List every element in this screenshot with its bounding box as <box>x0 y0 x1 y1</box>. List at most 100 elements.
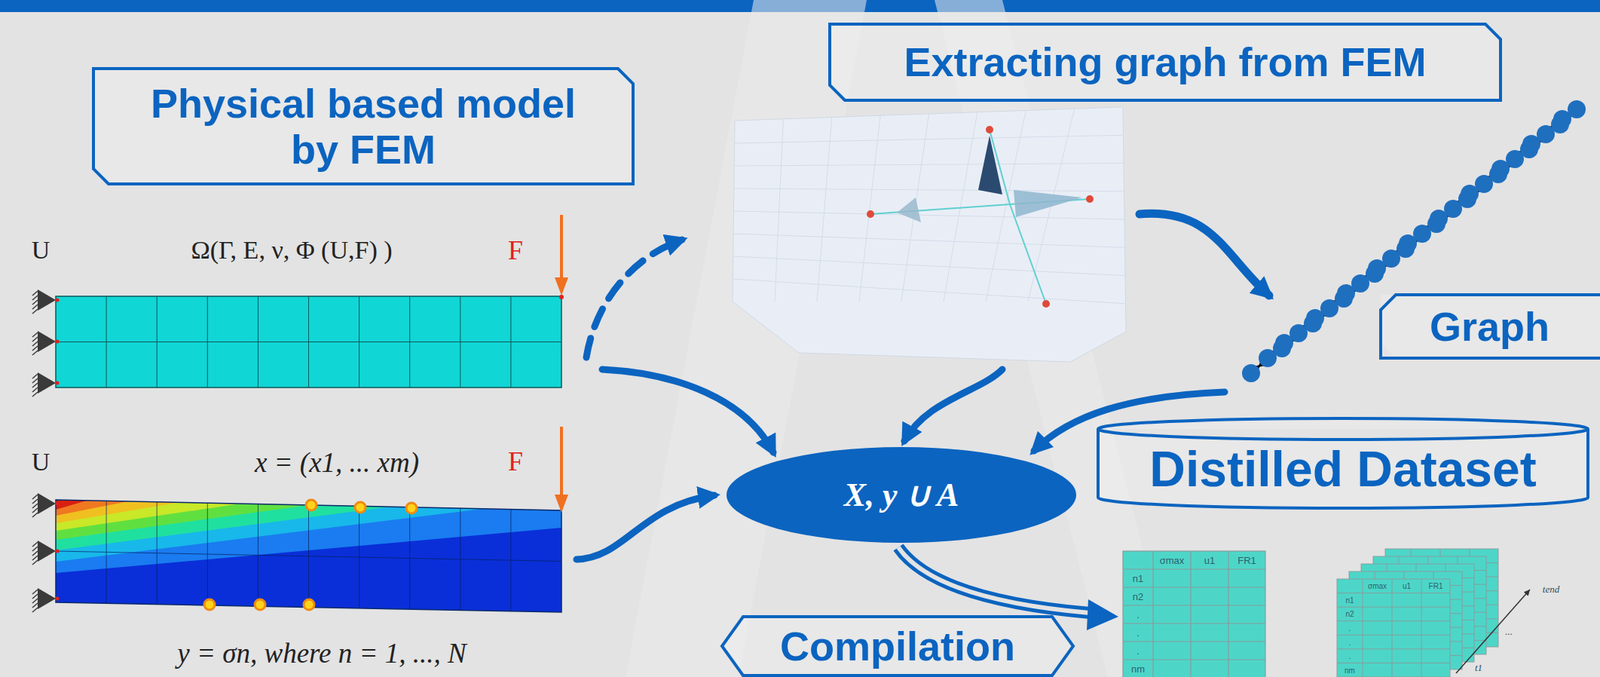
label: F <box>507 234 524 267</box>
flow-arrow <box>576 495 715 560</box>
label: u1 <box>1204 554 1215 566</box>
data-table <box>1122 568 1266 570</box>
title-box: Physical based model by FEM <box>91 67 635 186</box>
data-table <box>1362 578 1364 677</box>
beam-undeformed <box>55 296 562 388</box>
process-hexagon-outline <box>721 616 1074 676</box>
fixed-support <box>32 541 38 547</box>
node-text: Extracting graph from FEM <box>903 39 1426 85</box>
data-table <box>1336 620 1451 622</box>
graph-lattice <box>1242 364 1261 383</box>
title-box-outline <box>93 68 634 184</box>
data-table <box>1336 592 1451 594</box>
time-axis <box>1456 589 1530 674</box>
data-table <box>1391 578 1393 677</box>
double-arrow <box>1086 599 1119 631</box>
fixed-support <box>32 341 38 346</box>
label: n2 <box>1345 609 1354 618</box>
graph-lattice <box>1306 308 1325 328</box>
flow-arrow <box>576 213 1270 560</box>
3d-plot <box>1013 189 1083 218</box>
fixed-support <box>55 549 60 554</box>
force-arrow <box>554 214 569 513</box>
data-ellipse-outline <box>726 446 1077 543</box>
3d-plot <box>734 163 1124 167</box>
3d-plot <box>734 134 1124 144</box>
database-cylinder: Distilled Dataset <box>1096 418 1590 508</box>
fixed-support <box>37 492 56 514</box>
fixed-support <box>37 372 56 394</box>
graph-lattice <box>1336 284 1356 303</box>
sample-point <box>406 502 417 514</box>
3d-plot <box>866 125 1094 308</box>
3d-plot <box>734 211 1126 220</box>
data-table <box>1336 606 1451 608</box>
graph-lattice <box>1429 209 1448 228</box>
3d-plot <box>732 107 1126 362</box>
3d-plot <box>816 117 833 303</box>
fixed-support <box>32 382 38 388</box>
label: U <box>31 447 51 477</box>
label: tend <box>1542 583 1560 596</box>
fixed-support <box>32 332 38 337</box>
fixed-support <box>32 336 38 342</box>
label: t1 <box>1474 661 1483 674</box>
sample-point <box>303 599 315 610</box>
data-table <box>1336 662 1451 664</box>
3d-plot <box>896 197 921 223</box>
sample-point <box>254 599 266 610</box>
fixed-support <box>32 498 38 504</box>
fixed-support <box>32 602 38 608</box>
fixed-support <box>32 503 38 508</box>
graph-lattice <box>1491 159 1510 178</box>
label: nm <box>1131 663 1145 675</box>
fixed-support <box>55 298 60 303</box>
3d-plot <box>859 115 881 302</box>
beam-stress-contour <box>55 499 87 510</box>
data-table <box>1190 550 1191 677</box>
graph-lattice <box>1367 259 1386 278</box>
3d-plot <box>978 135 1003 195</box>
node-text: Graph <box>1429 303 1550 349</box>
fixed-support <box>32 607 38 612</box>
node-text: Distilled Dataset <box>1149 441 1537 498</box>
3d-plot <box>734 188 1125 192</box>
node-text: Compilation <box>780 623 1016 669</box>
sample-point <box>204 599 215 610</box>
label: n1 <box>1132 572 1144 585</box>
flow-arrow <box>586 239 683 358</box>
3d-plot <box>866 210 875 218</box>
flow-arrow <box>602 369 774 453</box>
fixed-support <box>37 540 56 562</box>
data-table <box>1336 648 1451 649</box>
label: FR1 <box>1237 554 1257 566</box>
3d-plot <box>732 278 1126 304</box>
label: nm <box>1344 665 1356 674</box>
beam-stress-contour <box>55 499 129 516</box>
label: . <box>1136 645 1140 657</box>
label: F <box>507 445 524 478</box>
3d-plot <box>774 119 784 302</box>
fixed-support <box>55 339 60 344</box>
3d-plot <box>732 107 1126 362</box>
fixed-support <box>32 555 38 560</box>
label: σmax <box>1159 554 1185 566</box>
force-arrow <box>559 214 563 281</box>
label: y = σn, where n = 1, ..., N <box>177 636 466 670</box>
fixed-support <box>32 290 38 296</box>
beam-undeformed <box>55 296 562 388</box>
data-table <box>1152 550 1154 677</box>
label: x = (x1, ... xm) <box>254 446 420 479</box>
fixed-support <box>37 289 56 311</box>
label: ... <box>1505 625 1513 638</box>
beam-stress-contour <box>55 499 562 612</box>
label: n1 <box>1345 595 1354 604</box>
sample-point <box>305 499 317 511</box>
data-table <box>1421 578 1423 677</box>
fixed-support <box>55 596 60 601</box>
fixed-support <box>32 559 38 565</box>
fixed-support <box>32 373 38 379</box>
fixed-support <box>37 330 56 352</box>
graph-lattice <box>1275 333 1294 352</box>
graph-lattice <box>1258 364 1261 368</box>
